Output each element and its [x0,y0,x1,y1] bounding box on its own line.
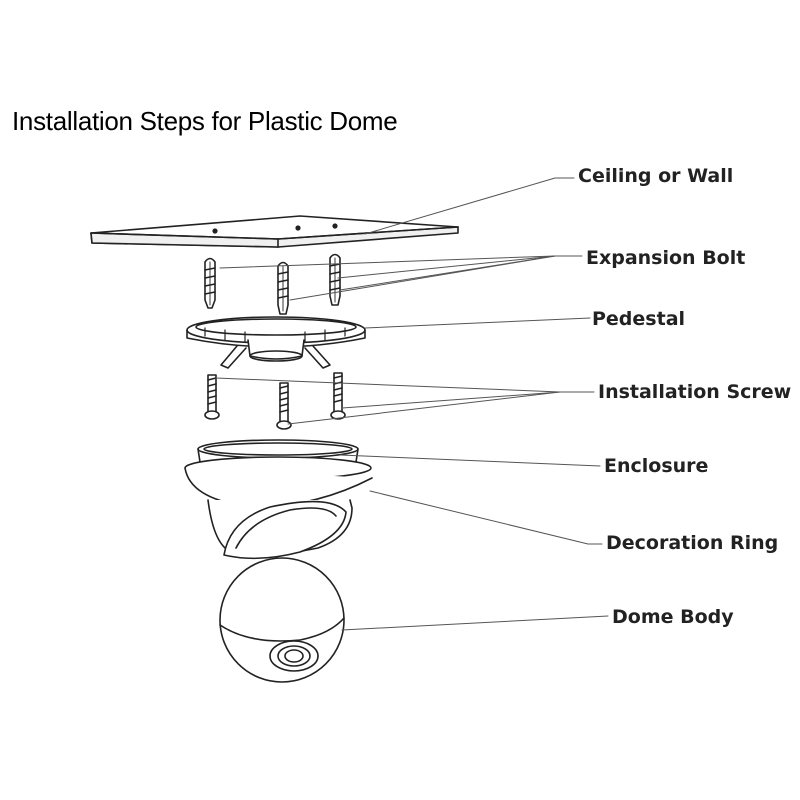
label-pedestal: Pedestal [592,308,686,330]
installation-screw [276,382,292,430]
expansion-bolt [329,253,341,306]
expansion-bolt [204,257,216,309]
label-ceiling-or-wall: Ceiling or Wall [578,165,734,187]
diagram-title: Installation Steps for Plastic Dome [12,106,398,136]
installation-screw [330,372,346,420]
installation-screw [204,374,220,420]
decoration-ring [184,456,373,560]
label-enclosure: Enclosure [604,455,709,477]
ceiling-plate [90,215,459,248]
expansion-bolt [277,261,289,315]
pedestal [186,316,366,369]
label-decoration-ring: Decoration Ring [606,532,779,554]
dome-body [219,557,345,683]
label-dome-body: Dome Body [612,606,734,628]
label-expansion-bolt: Expansion Bolt [586,247,746,269]
label-installation-screw: Installation Screw [598,381,792,403]
leader-lines [215,177,609,631]
